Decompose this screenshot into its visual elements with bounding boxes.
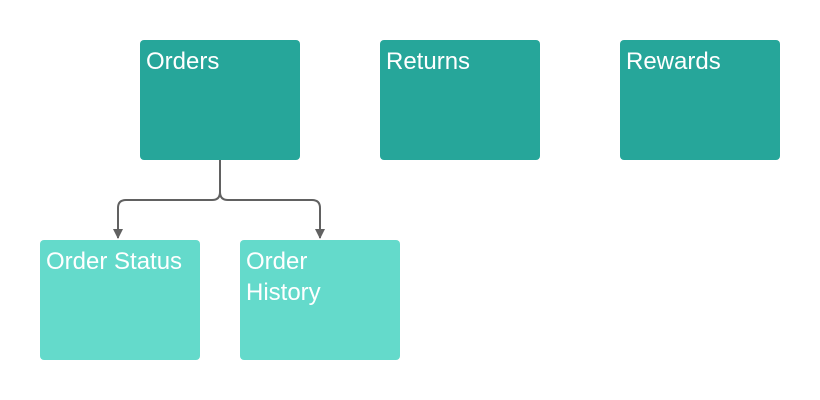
connector-orders-to-order-history <box>219 160 325 239</box>
node-rewards[interactable]: Rewards <box>620 40 780 160</box>
connector-orders-to-order-status <box>113 160 221 239</box>
node-returns[interactable]: Returns <box>380 40 540 160</box>
node-returns-label: Returns <box>386 48 471 75</box>
node-rewards-label: Rewards <box>626 48 721 75</box>
node-order-history[interactable]: Order History <box>240 240 400 360</box>
node-orders-label: Orders <box>146 48 220 75</box>
node-orders[interactable]: Orders <box>140 40 300 160</box>
node-order-status-label: Order Status <box>46 248 183 275</box>
node-order-history-label: Order History <box>246 248 321 306</box>
node-order-status[interactable]: Order Status <box>40 240 200 360</box>
